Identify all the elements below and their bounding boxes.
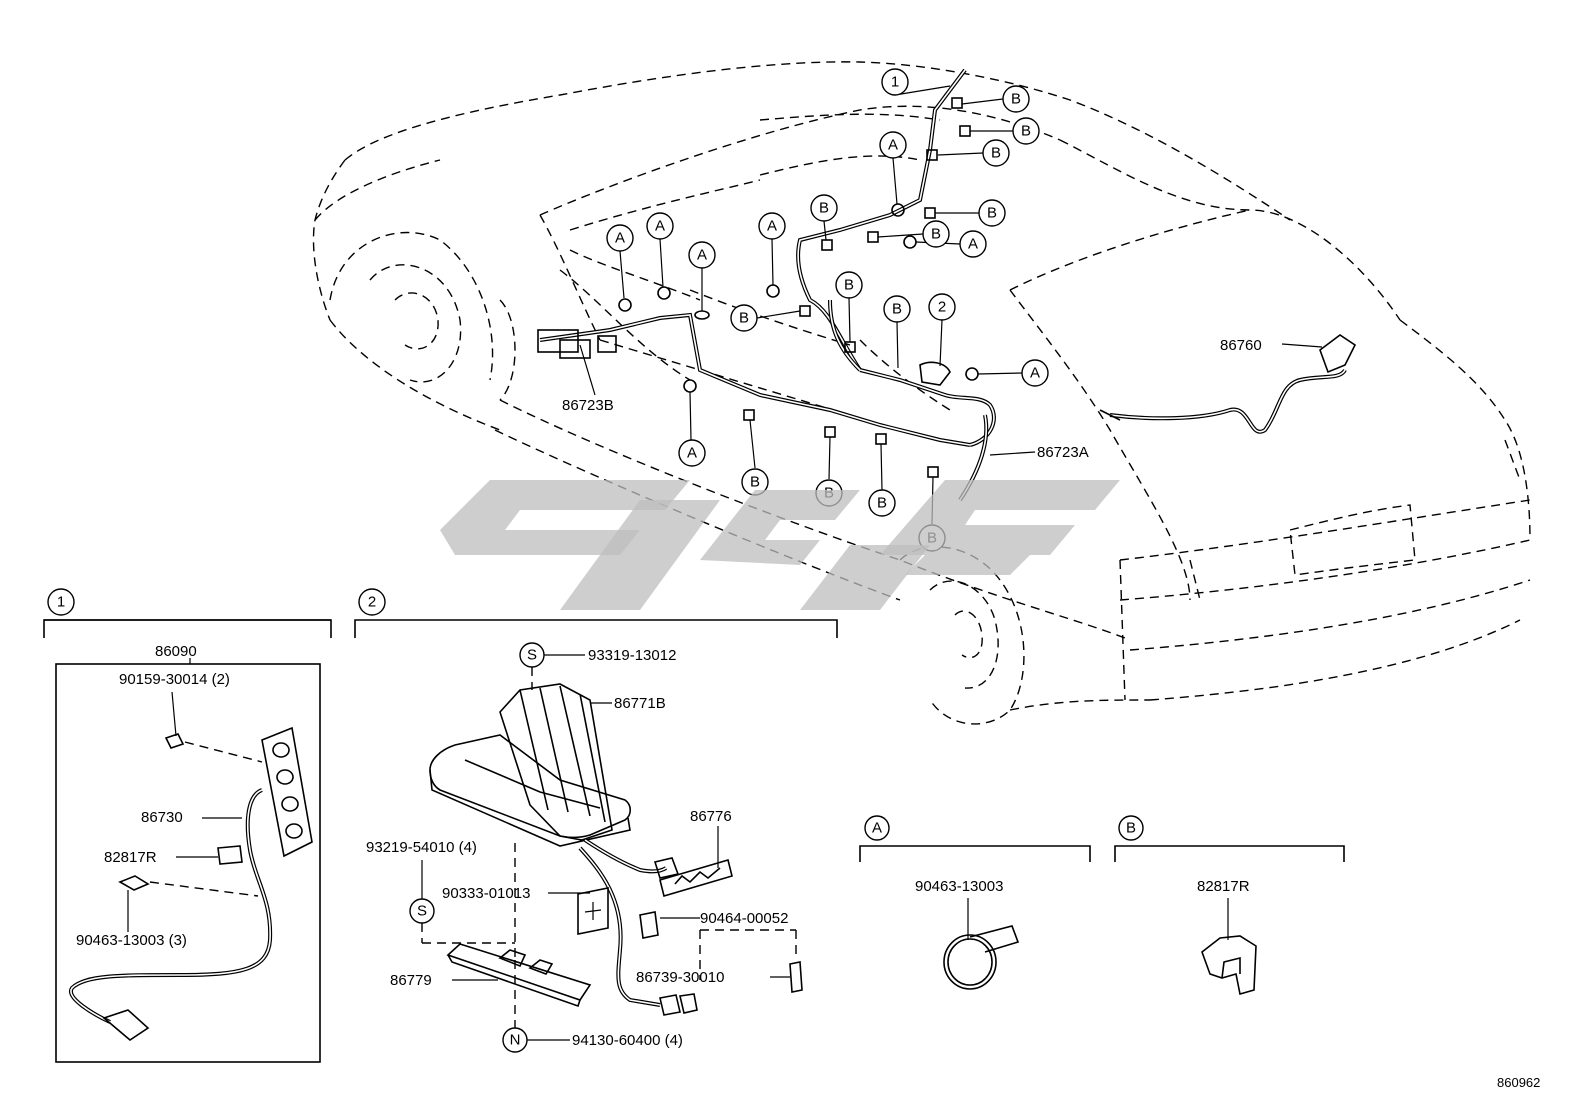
inset-B: B 82817R: [1114, 815, 1345, 996]
part-label-90333: 90333-01013: [442, 885, 530, 902]
svg-text:B: B: [877, 495, 887, 512]
part-label-86779: 86779: [390, 972, 432, 989]
part-label-90463-3: 90463-13003 (3): [76, 932, 187, 949]
inset-2: 2 S 93319-13012 86771B 86776: [354, 588, 838, 1053]
svg-text:B: B: [750, 474, 760, 491]
svg-text:A: A: [888, 137, 898, 154]
svg-text:A: A: [1030, 365, 1040, 382]
svg-text:A: A: [872, 820, 882, 837]
callout-B: B: [741, 468, 769, 496]
wire-harness-main: [537, 68, 1357, 502]
svg-text:B: B: [819, 200, 829, 217]
svg-text:A: A: [687, 445, 697, 462]
inset-2-callout: 2: [358, 588, 386, 616]
svg-text:A: A: [615, 230, 625, 247]
callout-A: A: [678, 439, 706, 467]
part-label-86760: 86760: [1220, 337, 1262, 354]
part-label-86739: 86739-30010: [636, 969, 724, 986]
part-label-86776: 86776: [690, 808, 732, 825]
part-label-90463: 90463-13003: [915, 878, 1003, 895]
callout-A: A: [646, 212, 674, 240]
callout-A: A: [606, 224, 634, 252]
callout-A: A: [1021, 359, 1049, 387]
callout-B: B: [730, 304, 758, 332]
callout-B: B: [883, 295, 911, 323]
callout-B: B: [922, 220, 950, 248]
leader-lines-main: [579, 85, 1323, 525]
callout-A: A: [879, 131, 907, 159]
part-label-86723A: 86723A: [1037, 444, 1089, 461]
svg-text:B: B: [1126, 820, 1136, 837]
svg-text:A: A: [968, 236, 978, 253]
inset-1: 1 86090 90159-30014 (2) 86730 82817R 904…: [43, 588, 332, 1063]
harness-clamps: [618, 97, 979, 478]
part-label-82817R-b: 82817R: [1197, 878, 1250, 895]
part-label-93319: 93319-13012: [588, 647, 676, 664]
svg-text:S: S: [417, 903, 427, 920]
svg-text:B: B: [987, 205, 997, 222]
svg-text:N: N: [510, 1032, 521, 1049]
svg-text:A: A: [697, 247, 707, 264]
part-label-86771B: 86771B: [614, 695, 666, 712]
callout-B: B: [982, 139, 1010, 167]
part-label-82817R: 82817R: [104, 849, 157, 866]
callout-S-bottom: S: [409, 898, 435, 924]
callout-B: B: [1002, 85, 1030, 113]
part-label-86730: 86730: [141, 809, 183, 826]
svg-text:1: 1: [57, 594, 65, 611]
svg-text:B: B: [991, 145, 1001, 162]
callout-B: B: [1012, 117, 1040, 145]
inset-B-callout: B: [1118, 815, 1144, 841]
svg-text:A: A: [655, 218, 665, 235]
svg-text:B: B: [931, 226, 941, 243]
svg-text:2: 2: [938, 299, 946, 316]
callout-A: A: [758, 212, 786, 240]
callout-B: B: [978, 199, 1006, 227]
reference-code: 860962: [1497, 1075, 1540, 1090]
part-label-93219: 93219-54010 (4): [366, 839, 477, 856]
inset-1-callout: 1: [47, 588, 75, 616]
callout-B: B: [810, 194, 838, 222]
svg-text:B: B: [844, 277, 854, 294]
svg-text:2: 2: [368, 594, 376, 611]
callout-A: A: [959, 230, 987, 258]
part-label-94130: 94130-60400 (4): [572, 1032, 683, 1049]
callout-2: 2: [928, 293, 956, 321]
part-label-90159: 90159-30014 (2): [119, 671, 230, 688]
svg-text:B: B: [1011, 91, 1021, 108]
callout-1: 1: [881, 68, 909, 96]
car-body-outline: [312, 61, 1531, 725]
part-label-90464: 90464-00052: [700, 910, 788, 927]
inset-A-callout: A: [864, 815, 890, 841]
svg-text:S: S: [527, 647, 537, 664]
svg-text:B: B: [892, 301, 902, 318]
callouts-main: A A A A A A A A B B B B B B B B B B B B …: [606, 68, 1049, 552]
callout-N: N: [502, 1027, 528, 1053]
svg-text:A: A: [767, 218, 777, 235]
part-label-86090: 86090: [155, 643, 197, 660]
callout-B: B: [868, 489, 896, 517]
inset-A: A 90463-13003: [859, 815, 1091, 990]
svg-text:B: B: [739, 310, 749, 327]
svg-text:B: B: [1021, 123, 1031, 140]
watermark-logo: [440, 480, 1120, 610]
part-label-86723B: 86723B: [562, 397, 614, 414]
callout-S-top: S: [519, 642, 545, 668]
callout-B: B: [835, 271, 863, 299]
callout-A: A: [688, 241, 716, 269]
svg-text:1: 1: [891, 74, 899, 91]
